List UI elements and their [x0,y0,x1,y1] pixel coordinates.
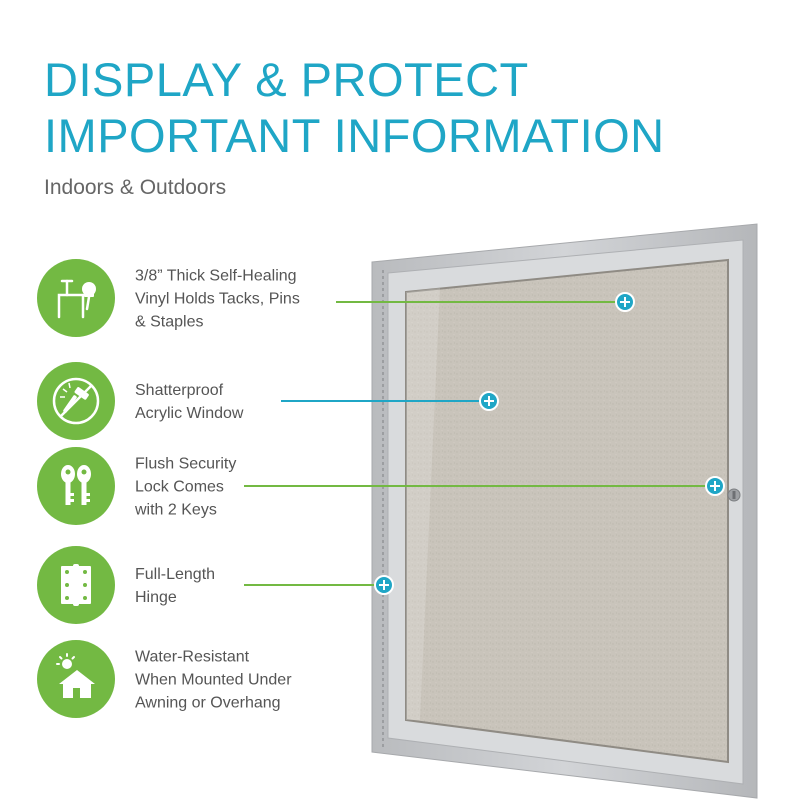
feature-water: Water-Resistant When Mounted Under Awnin… [37,640,337,720]
headline-line-1: DISPLAY & PROTECT [44,53,529,106]
headline-line-2: IMPORTANT INFORMATION [44,109,665,162]
feature-water-label: Water-Resistant When Mounted Under Awnin… [135,648,292,712]
feature-vinyl: 3/8” Thick Self-Healing Vinyl Holds Tack… [37,259,337,339]
feature-vinyl-label: 3/8” Thick Self-Healing Vinyl Holds Tack… [135,267,300,331]
pushpin-desk-icon [37,259,115,337]
house-sun-icon [37,640,115,718]
feature-hinge-label: Full-Length Hinge [135,566,216,606]
no-hammer-icon [37,362,115,440]
subtitle: Indoors & Outdoors [44,176,227,199]
feature-lock-label: Flush Security Lock Comes with 2 Keys [135,455,237,519]
feature-hinge: Full-Length Hinge [37,546,337,626]
feature-lock: Flush Security Lock Comes with 2 Keys [37,447,337,527]
acrylic-window-glare [406,288,440,720]
corkboard-surface [405,258,729,764]
headline: DISPLAY & PROTECT IMPORTANT INFORMATION [44,52,665,164]
feature-window: Shatterproof Acrylic Window [37,362,337,442]
keys-icon [37,447,115,525]
feature-window-label: Shatterproof Acrylic Window [135,382,244,422]
hinge-icon [37,546,115,624]
